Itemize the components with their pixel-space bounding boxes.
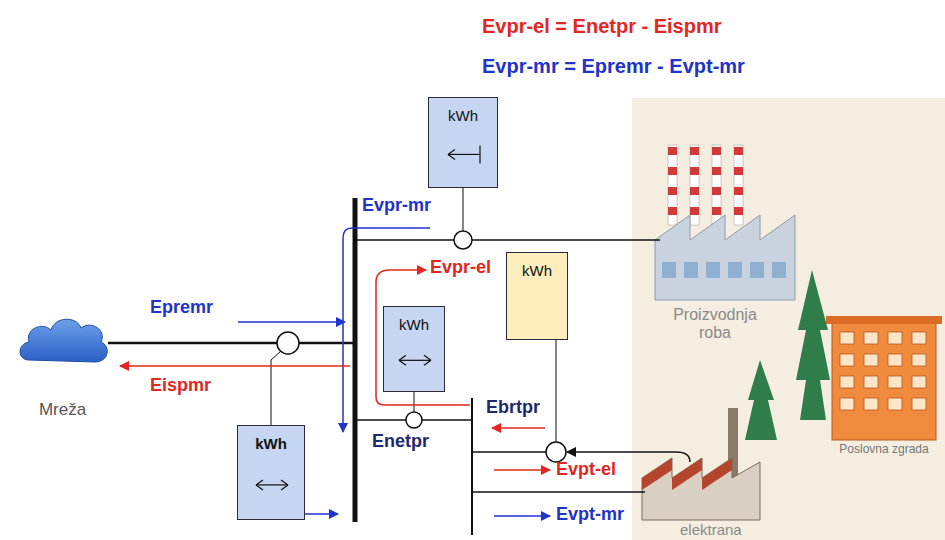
site-label: Proizvodnja roba	[660, 306, 770, 341]
flow-arrows	[120, 228, 550, 516]
office-building	[826, 316, 942, 440]
formula: Evpr-mr = Epremr - Evpt-mr	[482, 55, 745, 77]
meter-label: kWh	[448, 107, 478, 124]
site-label: elektrana	[680, 522, 742, 539]
meter-label: kWh	[399, 316, 429, 333]
tree	[796, 270, 830, 420]
cloud-shape	[15, 310, 110, 372]
current-transformer	[277, 231, 566, 462]
tree	[745, 360, 777, 440]
energy-meter: kWh	[383, 306, 445, 392]
energy-label: Evpr-mr	[362, 196, 431, 216]
site-ground	[632, 98, 945, 540]
energy-meter: kWh	[428, 97, 498, 188]
energy-label: Ebrtpr	[486, 398, 540, 418]
site-label: Poslovna zgrada	[832, 443, 936, 456]
wiring	[108, 188, 690, 535]
energy-meter: kWh	[506, 252, 568, 340]
energy-label: Evpt-el	[556, 460, 616, 480]
energy-meter: kWh	[237, 425, 305, 520]
factory-figure	[655, 145, 795, 300]
meter-label: kWh	[522, 262, 552, 279]
energy-label: Epremr	[150, 298, 213, 318]
energy-label: Evpt-mr	[556, 505, 624, 525]
meter-label: kWh	[255, 435, 287, 452]
energy-label: Enetpr	[372, 432, 429, 452]
formula: Evpr-el = Enetpr - Eispmr	[482, 15, 722, 37]
energy-label: Evpr-el	[430, 258, 491, 278]
grid-cloud: Mreža	[15, 310, 110, 372]
grid-label: Mreža	[15, 400, 110, 420]
power-plant	[642, 408, 760, 520]
energy-label: Eispmr	[150, 376, 211, 396]
